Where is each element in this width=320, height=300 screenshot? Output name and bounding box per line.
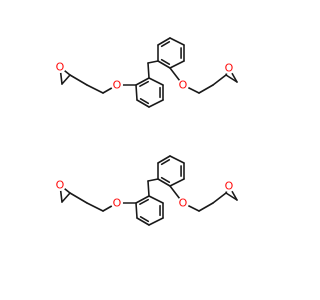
oxygen-atom-label: O [179,79,188,92]
bond-line [169,37,185,46]
bond-line [135,84,138,101]
bond-line [135,77,150,86]
atom-label-background [111,79,123,91]
bond-line [225,74,238,83]
bond-line [198,84,214,94]
bond-line [212,192,227,204]
bond-line [157,37,171,46]
bond-line [198,202,214,212]
bond-line [157,60,171,69]
bond-line [135,195,150,204]
bond-line [157,178,171,187]
bond-line [169,155,185,164]
atom-label-background [177,79,189,91]
atom-label-background [54,179,66,191]
bond-line [147,180,150,197]
bond-line [136,99,150,108]
bond-line [212,74,227,86]
bond-line [157,155,171,164]
oxygen-atom-label: O [113,197,122,210]
double-bond-line [139,80,149,87]
oxygen-atom-label: O [225,180,234,193]
bond-line [148,77,164,86]
oxygen-atom-label: O [113,79,122,92]
double-bond-line [139,98,150,105]
oxygen-atom-label: O [56,61,65,74]
atom-label-background [177,197,189,209]
bond-line [135,202,138,219]
bond-line [69,74,88,86]
bond-line [61,74,71,85]
atom-label-background [54,61,66,73]
bond-line [169,178,185,187]
bond-line [169,60,185,69]
double-bond-line [160,58,171,66]
oxygen-atom-label: O [179,197,188,210]
bond-line [148,99,164,108]
bond-line [225,192,238,201]
oxygen-atom-label: O [56,179,65,192]
bond-line [148,195,164,204]
bond-line [86,202,104,212]
double-bond-line [139,198,149,205]
double-bond-line [160,40,171,48]
structure-drawing: O O O O O O O O [54,37,238,226]
double-bond-line [160,158,171,166]
bond-line [147,60,159,64]
bond-line [136,217,150,226]
bond-line [86,84,104,94]
double-bond-line [139,216,150,223]
bond-line [147,62,150,79]
atom-label-background [223,62,235,74]
bond-line [69,192,88,204]
double-bond-line [160,176,171,184]
bond-line [61,192,71,203]
oxygen-atom-label: O [225,62,234,75]
atom-label-background [223,180,235,192]
bond-line [148,217,164,226]
bond-line [147,178,159,182]
atom-label-background [111,197,123,209]
